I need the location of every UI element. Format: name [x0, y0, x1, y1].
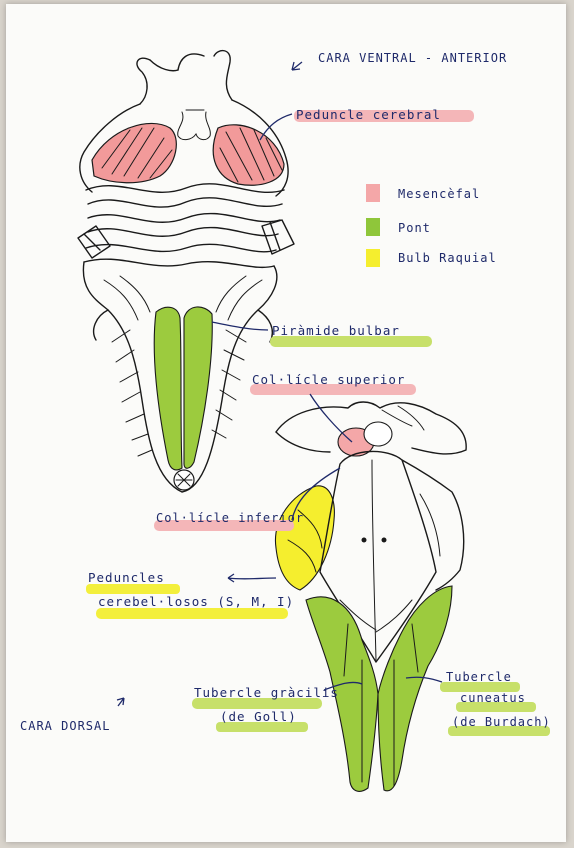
dorsal-view-heading: CARA DORSAL [20, 719, 110, 733]
cerebral-peduncles-mesencephalon [91, 122, 285, 186]
cerebellar-peduncles [274, 485, 335, 591]
superior-colliculus-label: Col·lícle superior [252, 372, 405, 387]
dorsal-brainstem-drawing [274, 401, 467, 792]
ventral-view-heading: CARA VENTRAL - ANTERIOR [318, 51, 507, 65]
pyramid-label: Piràmide bulbar [272, 323, 400, 338]
cuneatus-label-line3: (de Burdach) [452, 715, 551, 729]
legend-label-pons: Pont [398, 221, 431, 235]
cuneatus-label-line1: Tubercle [446, 670, 512, 684]
gracilis-label-line1: Tubercle gràcilis [194, 685, 339, 700]
gracilis-label-line2: (de Goll) [220, 709, 297, 724]
pons-ventral [83, 183, 285, 269]
ventral-brainstem-drawing [77, 49, 295, 493]
inferior-colliculus-label: Col·lícle inferior [156, 511, 304, 525]
legend-label-mesencephalon: Mesencèfal [398, 187, 480, 201]
legend-swatch-mesencephalon [366, 184, 380, 202]
legend-swatch-medulla [366, 249, 380, 267]
leader-lines [116, 61, 443, 707]
peduncles-label-line2: cerebel·losos (S, M, I) [98, 594, 294, 609]
medullary-pyramids [153, 306, 213, 471]
dorsal-medulla-tubercles [305, 585, 453, 792]
peduncle-cerebral-label: Peduncle cerebral [296, 107, 441, 122]
legend-swatch-pons [366, 218, 380, 236]
peduncles-label-line1: Peduncles [88, 570, 165, 585]
cuneatus-label-line2: cuneatus [460, 691, 526, 705]
legend-label-medulla: Bulb Raquial [398, 251, 497, 265]
